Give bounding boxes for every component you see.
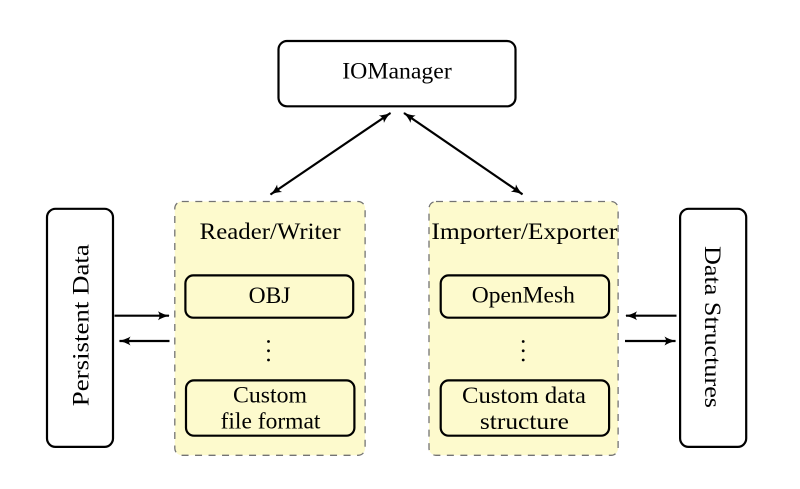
svg-text:OBJ: OBJ [249,283,291,309]
svg-text:OpenMesh: OpenMesh [472,283,575,309]
svg-text:Custom data: Custom data [462,383,587,409]
svg-text:file format: file format [221,408,321,434]
svg-text:Reader/Writer: Reader/Writer [200,219,341,245]
svg-text:structure: structure [480,409,569,435]
svg-text:Custom: Custom [233,383,307,409]
svg-text:Importer/Exporter: Importer/Exporter [431,219,617,245]
svg-text:Persistent Data: Persistent Data [68,244,94,407]
svg-text:Data Structures: Data Structures [699,246,725,408]
svg-text:IOManager: IOManager [342,59,452,85]
